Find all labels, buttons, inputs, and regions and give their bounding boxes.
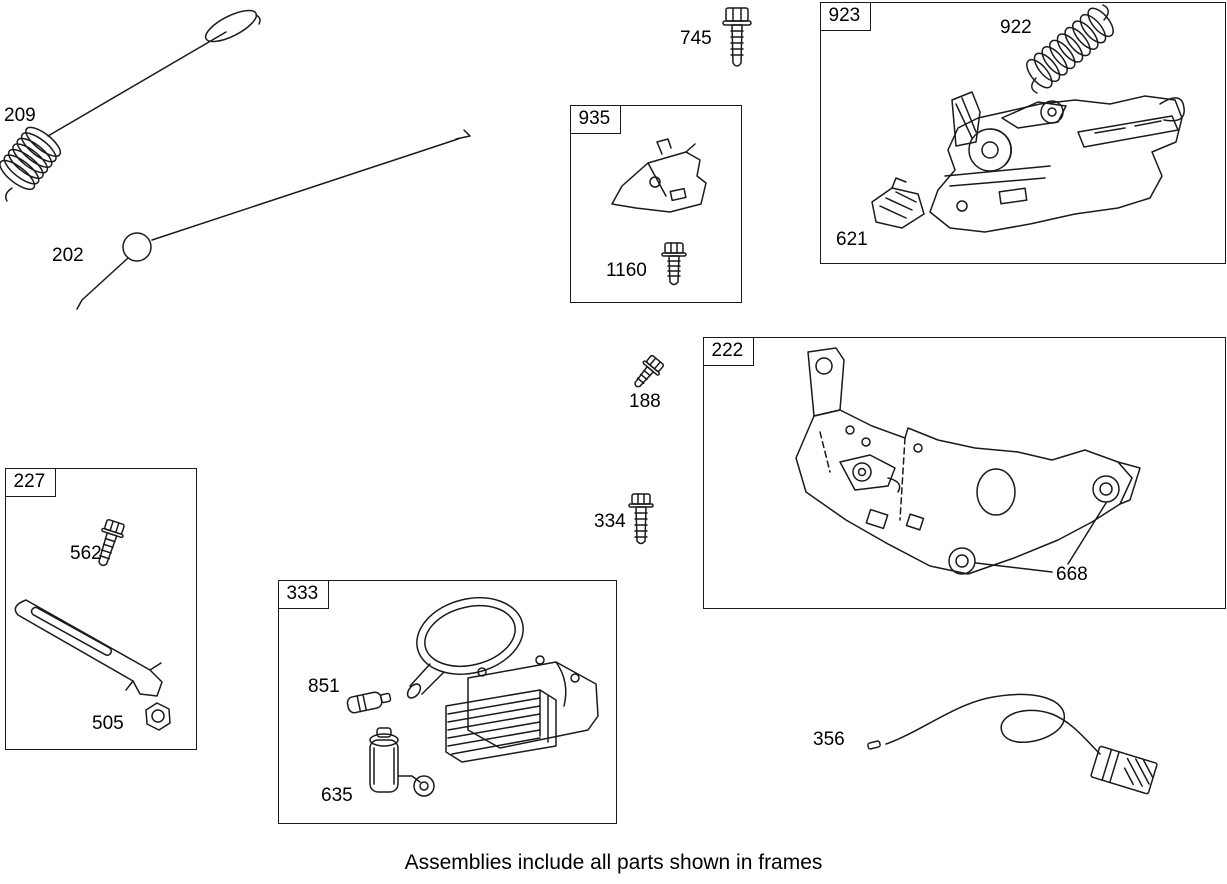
footer-note: Assemblies include all parts shown in fr… (404, 851, 823, 874)
fitting-851-drawing (346, 691, 392, 714)
label-209: 209 (4, 105, 36, 126)
bracket-621-drawing (871, 177, 925, 229)
frame-227-tag: 227 (4, 467, 57, 497)
valve-635-drawing (369, 727, 435, 797)
frame-333-tag: 333 (277, 579, 330, 609)
screw-562-drawing (98, 518, 125, 567)
label-745: 745 (680, 28, 712, 49)
frame-222-tag: 222 (702, 336, 755, 366)
frame-935-tag: 935 (569, 104, 622, 134)
label-668: 668 (1056, 564, 1088, 585)
bolt-188-drawing (634, 354, 665, 388)
rod-202-drawing (76, 129, 471, 310)
bolt-1160-drawing (661, 242, 687, 286)
bracket-935-drawing (611, 138, 707, 213)
leader-line-668 (975, 502, 1107, 573)
bolt-745-drawing (722, 7, 752, 67)
label-562: 562 (70, 543, 102, 564)
label-356: 356 (813, 729, 845, 750)
label-202: 202 (52, 245, 84, 266)
assembly-333-drawing (406, 597, 599, 763)
lever-227-drawing (14, 599, 163, 697)
bracket-222-drawing (795, 347, 1141, 575)
frame-935: 935 (569, 104, 742, 303)
label-621: 621 (836, 229, 868, 250)
label-188: 188 (629, 391, 661, 412)
spring-209-drawing (0, 9, 261, 202)
bolt-334-drawing (628, 493, 654, 545)
label-1160: 1160 (606, 260, 647, 281)
label-922: 922 (1000, 17, 1032, 38)
label-635: 635 (321, 785, 353, 806)
frame-222: 222 (702, 336, 1226, 609)
frame-923: 923 (819, 1, 1226, 264)
label-334: 334 (594, 511, 626, 532)
frame-923-tag: 923 (819, 1, 872, 31)
frame-227: 227 (4, 467, 197, 750)
spring-922-drawing (1026, 4, 1114, 94)
nut-505-drawing (145, 702, 171, 731)
label-505: 505 (92, 713, 124, 734)
frame-333: 333 (277, 579, 617, 824)
assembly-923-drawing (929, 91, 1185, 233)
cable-356-drawing (867, 693, 1158, 795)
label-851: 851 (308, 676, 340, 697)
